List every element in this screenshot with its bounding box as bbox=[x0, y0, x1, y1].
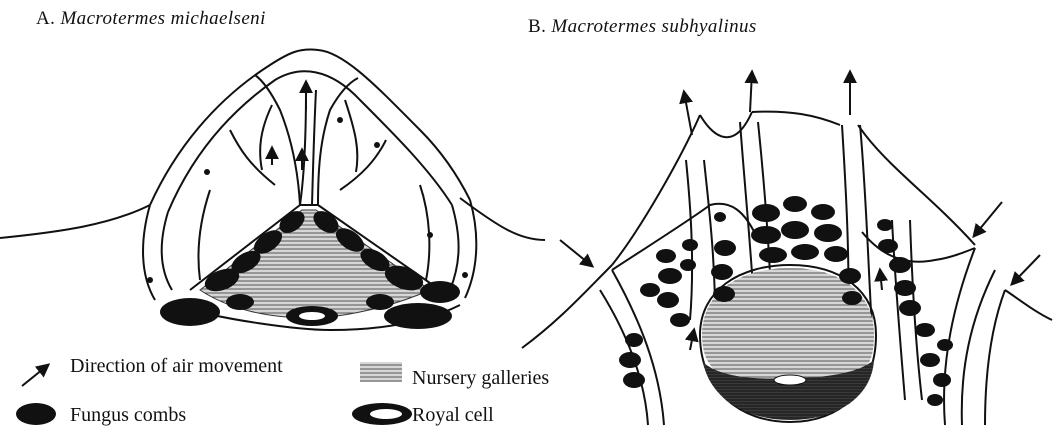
mound-a-outer bbox=[150, 50, 470, 205]
ground-a bbox=[0, 205, 150, 238]
legend-fungus-icon bbox=[16, 403, 56, 425]
royal-cell-b bbox=[774, 375, 806, 385]
legend-nursery-label: Nursery galleries bbox=[412, 367, 549, 390]
legend-air-icon bbox=[22, 365, 48, 386]
ground-b-left bbox=[522, 265, 612, 348]
legend-nursery-icon bbox=[360, 362, 402, 382]
air-arrows-a bbox=[272, 82, 306, 170]
legend-royal-label: Royal cell bbox=[412, 404, 494, 427]
legend-royal-icon bbox=[352, 403, 412, 425]
legend-air-label: Direction of air movement bbox=[70, 355, 283, 378]
legend-fungus-label: Fungus combs bbox=[70, 404, 186, 427]
ground-a-right bbox=[460, 198, 545, 240]
nursery-b bbox=[702, 268, 874, 388]
ground-b-right bbox=[1005, 290, 1052, 320]
